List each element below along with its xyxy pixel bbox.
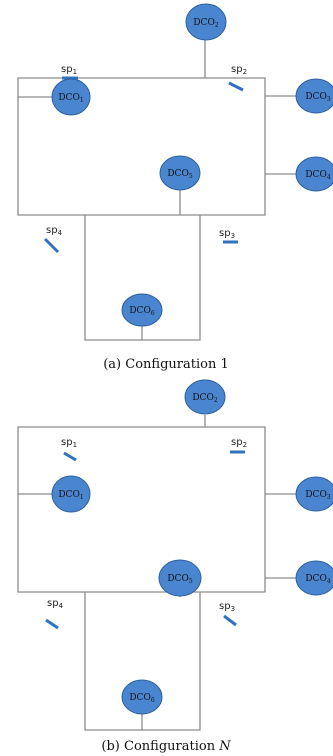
svg-text:DCO3: DCO3 <box>305 92 330 103</box>
label-sp4: sp4 <box>47 598 64 610</box>
network-wires <box>17 415 296 731</box>
label-sp3: sp3 <box>219 228 235 240</box>
svg-text:DCO5: DCO5 <box>167 169 192 180</box>
svg-text:DCO6: DCO6 <box>129 693 154 704</box>
svg-text:DCO1: DCO1 <box>58 93 83 104</box>
node-dco1: DCO1 <box>51 475 91 513</box>
network-wires <box>17 40 296 341</box>
label-sp3: sp3 <box>219 601 235 613</box>
svg-text:DCO2: DCO2 <box>193 18 218 29</box>
svg-text:DCO6: DCO6 <box>129 306 154 317</box>
switch-sp3 <box>223 614 237 627</box>
label-sp2: sp2 <box>231 64 247 76</box>
switch-sp2 <box>228 81 244 92</box>
svg-text:DCO3: DCO3 <box>305 490 330 501</box>
svg-text:DCO1: DCO1 <box>58 490 83 501</box>
node-dco6: DCO6 <box>121 293 163 327</box>
switch-sp4 <box>43 237 60 254</box>
caption-a: (a) Configuration 1 <box>103 357 229 372</box>
node-dco5: DCO5 <box>159 155 201 191</box>
node-dco6: DCO6 <box>121 679 163 715</box>
switch-sp1 <box>63 451 77 462</box>
switch-sp4 <box>45 618 59 630</box>
label-sp1: sp1 <box>61 64 77 76</box>
svg-text:DCO2: DCO2 <box>192 393 217 404</box>
node-dco2: DCO2 <box>185 3 227 41</box>
caption-b: (b) Configuration N <box>101 739 231 754</box>
svg-text:DCO4: DCO4 <box>305 574 330 585</box>
node-dco2: DCO2 <box>184 379 226 415</box>
node-dco3: DCO3 <box>295 476 333 512</box>
label-sp1: sp1 <box>61 437 77 449</box>
node-dco1: DCO1 <box>51 78 91 116</box>
svg-text:DCO4: DCO4 <box>305 170 330 181</box>
figure-b: sp1 sp2 sp3 sp4 DCO2 DCO1 DCO3 DCO4 DCO5… <box>17 379 333 754</box>
label-sp4: sp4 <box>46 225 63 237</box>
svg-text:DCO5: DCO5 <box>167 574 192 585</box>
figure-a: sp1 sp2 sp3 sp4 DCO2 DCO1 DCO3 DCO4 DCO5… <box>17 3 333 372</box>
node-dco5: DCO5 <box>158 559 202 597</box>
node-dco4: DCO4 <box>295 156 333 192</box>
label-sp2: sp2 <box>231 437 247 449</box>
node-dco3: DCO3 <box>295 78 333 114</box>
node-dco4: DCO4 <box>295 560 333 596</box>
